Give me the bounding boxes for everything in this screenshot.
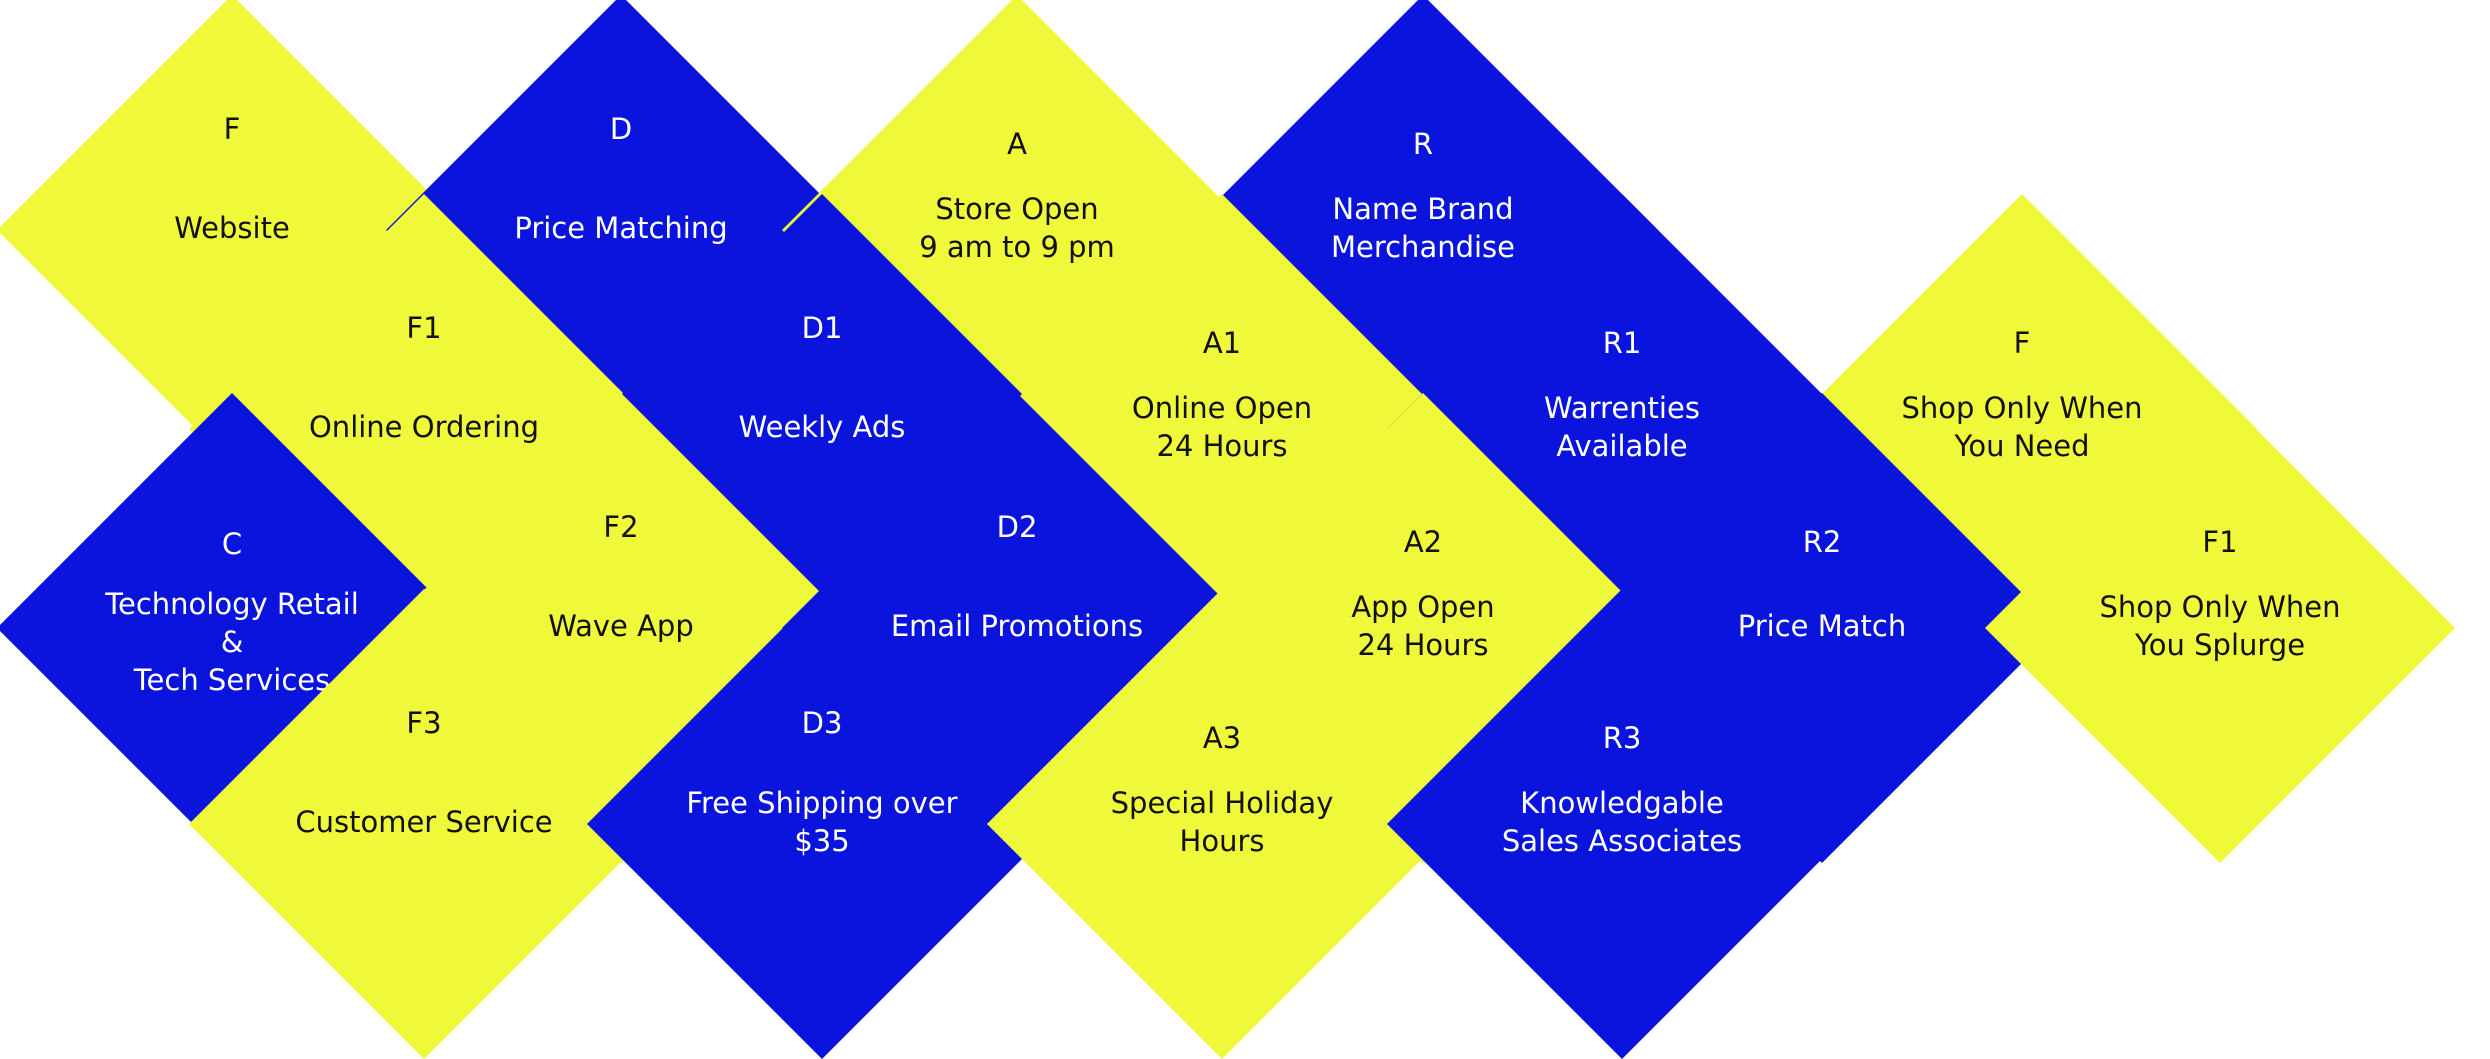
tile-label: Weekly Ads — [738, 410, 906, 444]
tile-code: F — [2013, 326, 2031, 360]
tile-code: D3 — [801, 706, 843, 740]
tile-label: Price Matching — [514, 211, 728, 245]
tile-label: Email Promotions — [890, 609, 1144, 643]
tile-code: D1 — [801, 311, 843, 345]
tile-label: Shop Only When You Splurge — [2099, 590, 2341, 662]
tile-code: F1 — [406, 311, 442, 345]
tile-code: F — [223, 112, 241, 146]
tile-code: A2 — [1403, 525, 1443, 559]
tile-label: Price Match — [1737, 609, 1907, 643]
tile-label: Store Open 9 am to 9 pm — [919, 192, 1115, 264]
tile-label: Knowledgable Sales Associates — [1501, 786, 1743, 858]
tile-code: F2 — [603, 510, 639, 544]
tile-code: R3 — [1602, 721, 1642, 755]
tile-code: F1 — [2202, 525, 2238, 559]
tile-label: Customer Service — [295, 805, 553, 839]
tile-code: R — [1412, 127, 1434, 161]
tile-code: A3 — [1202, 721, 1242, 755]
tile-code: C — [221, 527, 243, 561]
tile-label: Technology Retail & Tech Services — [105, 587, 359, 697]
tile-code: R1 — [1602, 326, 1642, 360]
tile-code: D — [609, 112, 633, 146]
tile-label: App Open 24 Hours — [1351, 590, 1495, 662]
tile-label: Free Shipping over $35 — [686, 786, 958, 858]
tile-code: R2 — [1802, 525, 1842, 559]
tile-label: Shop Only When You Need — [1901, 391, 2143, 463]
tile-code: D2 — [996, 510, 1038, 544]
tile-label: Online Ordering — [308, 410, 540, 444]
tile-label: Wave App — [548, 609, 694, 643]
tile-label: Website — [174, 211, 290, 245]
tile-code: A — [1007, 127, 1027, 161]
tile-label: Online Open 24 Hours — [1131, 391, 1313, 463]
tile-label: Warrenties Available — [1544, 391, 1700, 463]
tile-code: F3 — [406, 706, 442, 740]
tile-code: A1 — [1202, 326, 1242, 360]
tile-label: Special Holiday Hours — [1110, 786, 1334, 858]
tile-label: Name Brand Merchandise — [1330, 192, 1516, 264]
